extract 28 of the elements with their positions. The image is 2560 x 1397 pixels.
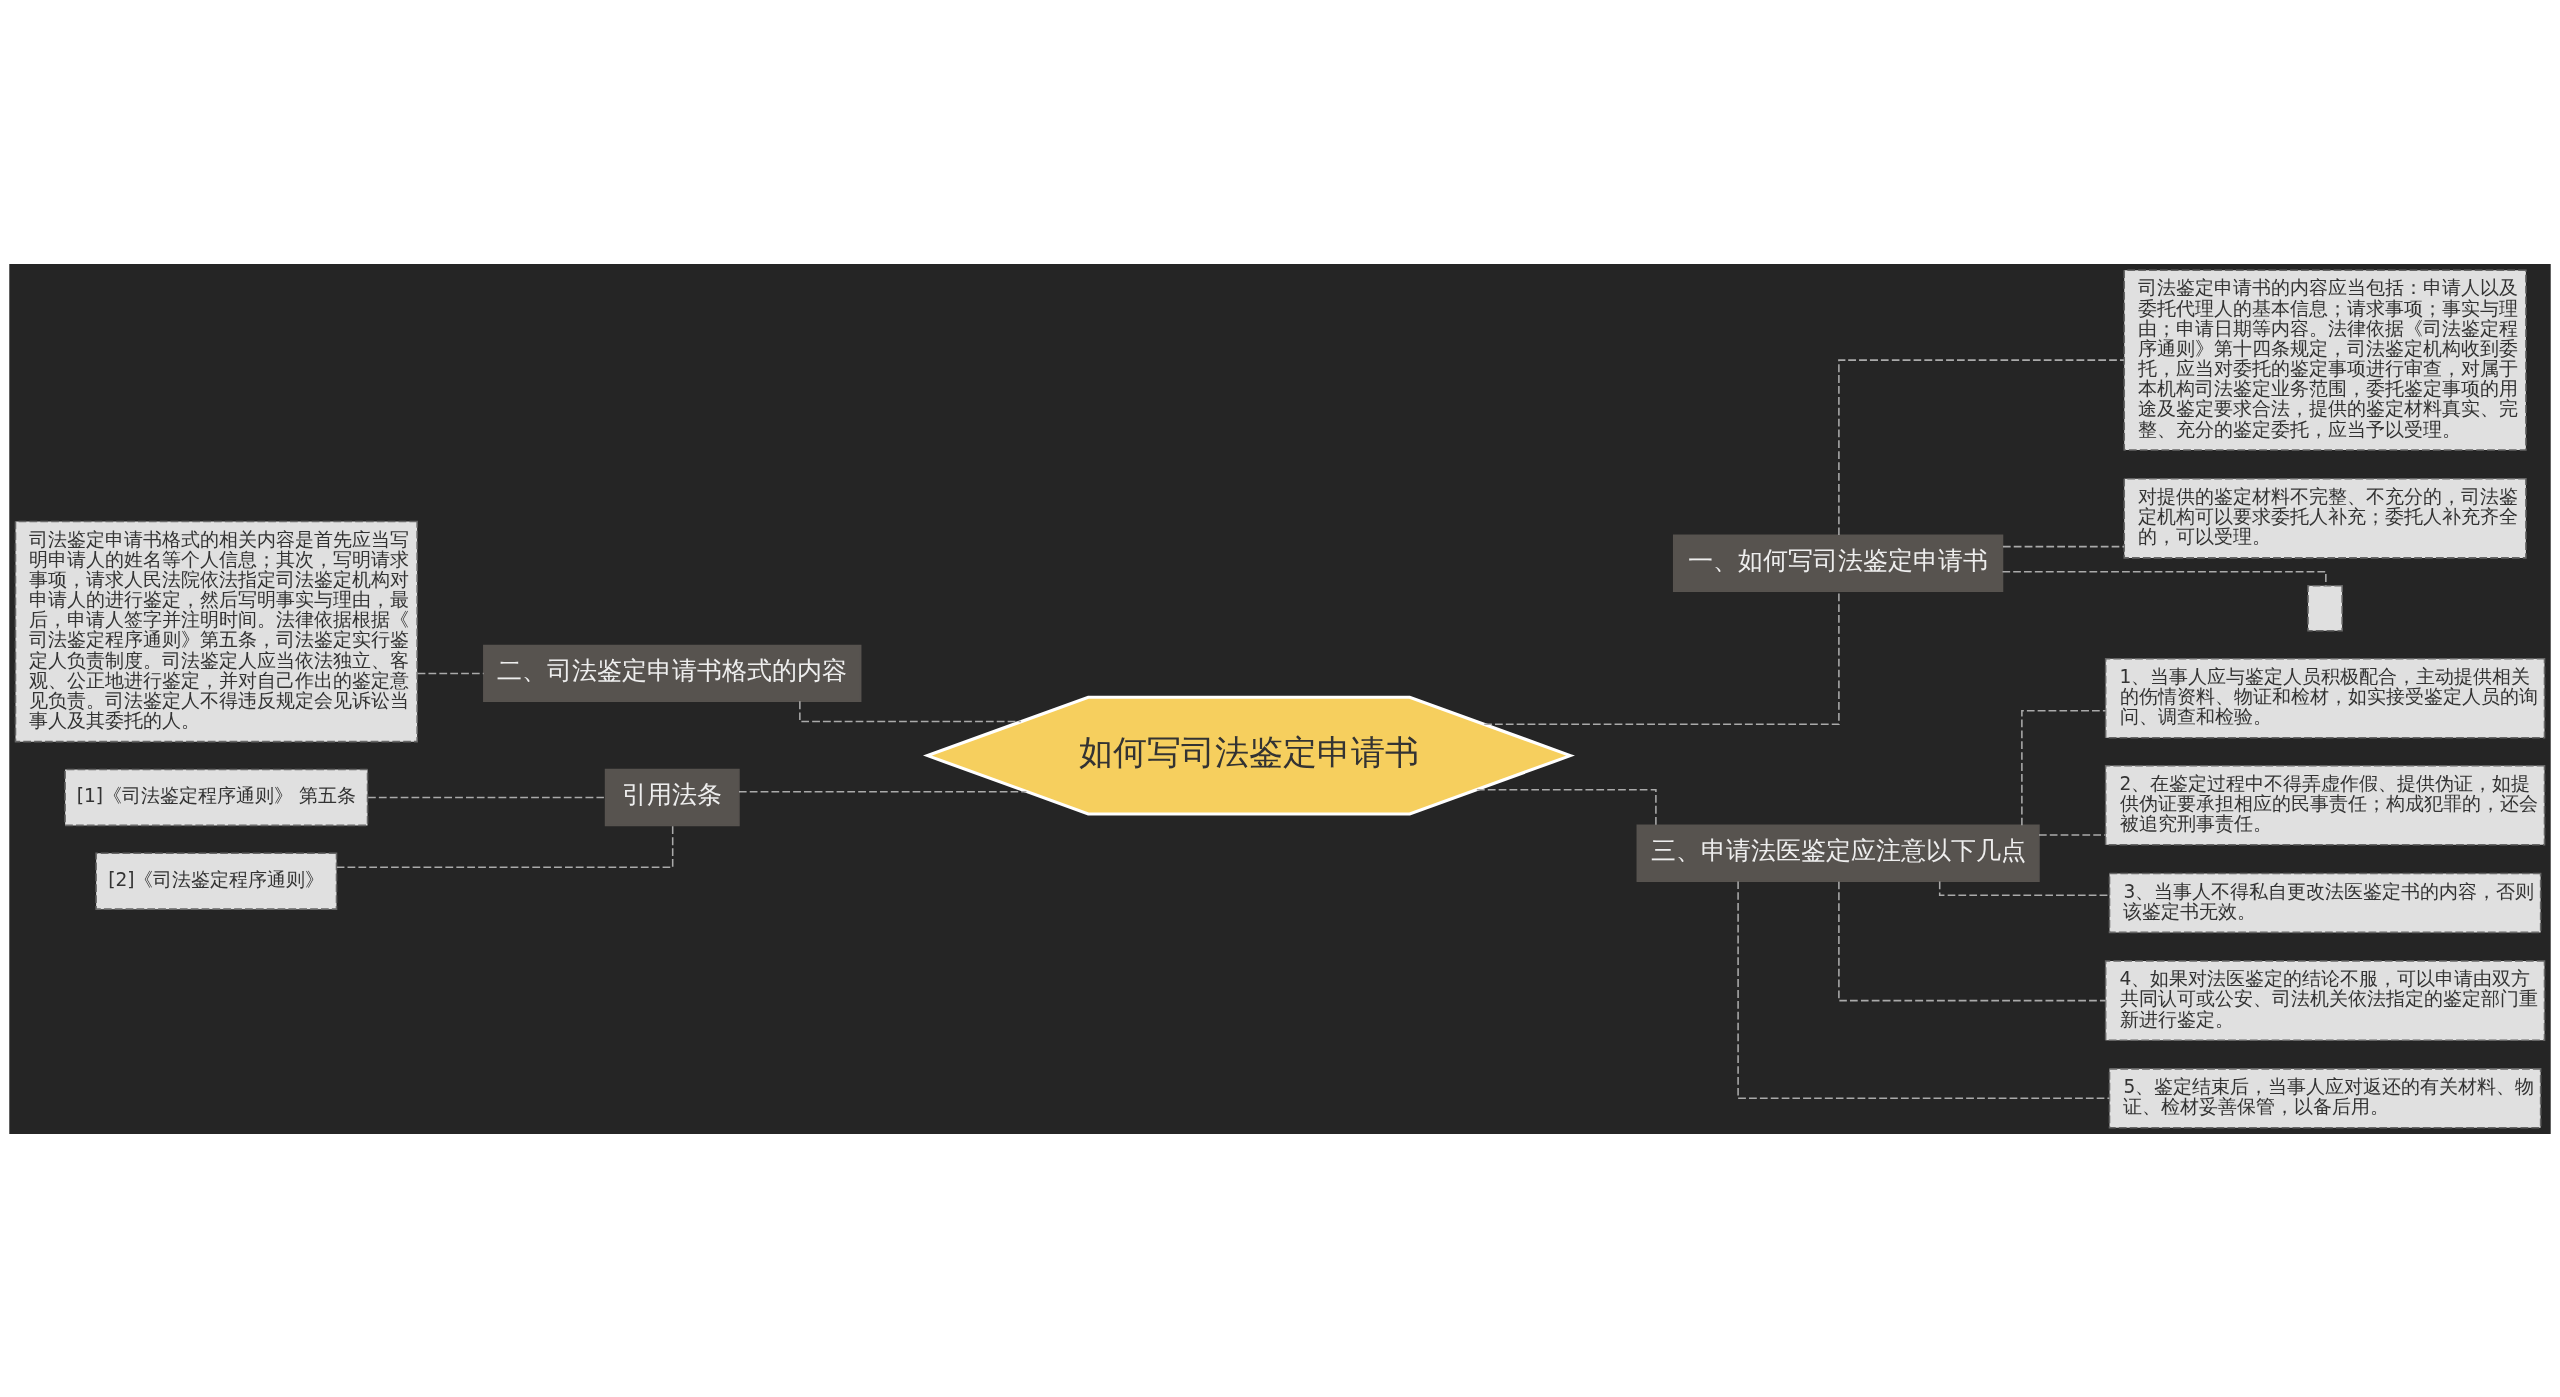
node-box: [1]《司法鉴定程序通则》 第五条 [64, 768, 369, 826]
connector [336, 824, 674, 868]
node-box: 司法鉴定申请书格式的相关内容是首先应当写明申请人的姓名等个人信息；其次，写明请求事项，请求人民法院依法指定司法鉴定机构对申请人的进行鉴定，然后写明事实与理由，最后，申请人签字并注明时间。法律依据根据《司法鉴定程序通则》第五条，司法鉴定实行鉴定人负责制度。司法鉴定人应当依法独立、客观、公正地进行鉴定，并对自己作出的鉴定意见负责。司法鉴定人不得违反规定会见诉讼当事人及其委托的人。 [14, 520, 418, 742]
node-box: 司法鉴定申请书的内容应当包括：申请人以及委托代理人的基本信息；请求事项；事实与理由；申请日期等内容。法律依据《司法鉴定程序通则》第十四条规定，司法鉴定机构收到委托，应当对委托的鉴定事项进行审查，对属于本机构司法鉴定业务范围，委托鉴定事项的用途及鉴定要求合法，提供的鉴定材料真实、完整、充分的鉴定委托，应当予以受理。 [2123, 268, 2527, 451]
connector [1838, 880, 2107, 1001]
connector [1483, 590, 1840, 725]
node-box: 二、司法鉴定申请书格式的内容 [483, 644, 862, 702]
connector [1476, 788, 1657, 826]
node-box: 5、鉴定结束后，当事人应对返还的有关材料、物证、检材妥善保管，以备后用。 [2108, 1067, 2542, 1129]
node-box [2307, 584, 2343, 632]
connector [799, 700, 1022, 722]
connector [367, 796, 606, 798]
connector [1737, 880, 2111, 1099]
node-box: 3、当事人不得私自更改法医鉴定书的内容，否则该鉴定书无效。 [2108, 872, 2542, 933]
node-box: 对提供的鉴定材料不完整、不充分的，司法鉴定机构可以要求委托人补充；委托人补充齐全的，可以受理。 [2123, 477, 2527, 559]
node-box: 一、如何写司法鉴定申请书 [1672, 534, 2004, 592]
node-box: 4、如果对法医鉴定的结论不服，可以申请由双方共同认可或公安、司法机关依法指定的鉴定部门重新进行鉴定。 [2104, 959, 2546, 1041]
connector [1838, 358, 2125, 536]
node-box: [2]《司法鉴定程序通则》 [95, 852, 338, 910]
node-box: 三、申请法医鉴定应注意以下几点 [1636, 824, 2040, 882]
connector [2038, 833, 2107, 836]
connector [416, 672, 485, 674]
node-box: 1、当事人应与鉴定人员积极配合，主动提供相关的伤情资料、物证和检材，如实接受鉴定人员的询问、调查和检验。 [2104, 657, 2546, 739]
connector [738, 790, 1028, 792]
node-box: 2、在鉴定过程中不得弄虚作假、提供伪证，如提供伪证要承担相应的民事责任；构成犯罪的，还会被追究刑事责任。 [2104, 764, 2546, 846]
connector [2021, 709, 2107, 826]
node-box: 引用法条 [604, 768, 740, 826]
connector [2002, 545, 2125, 547]
